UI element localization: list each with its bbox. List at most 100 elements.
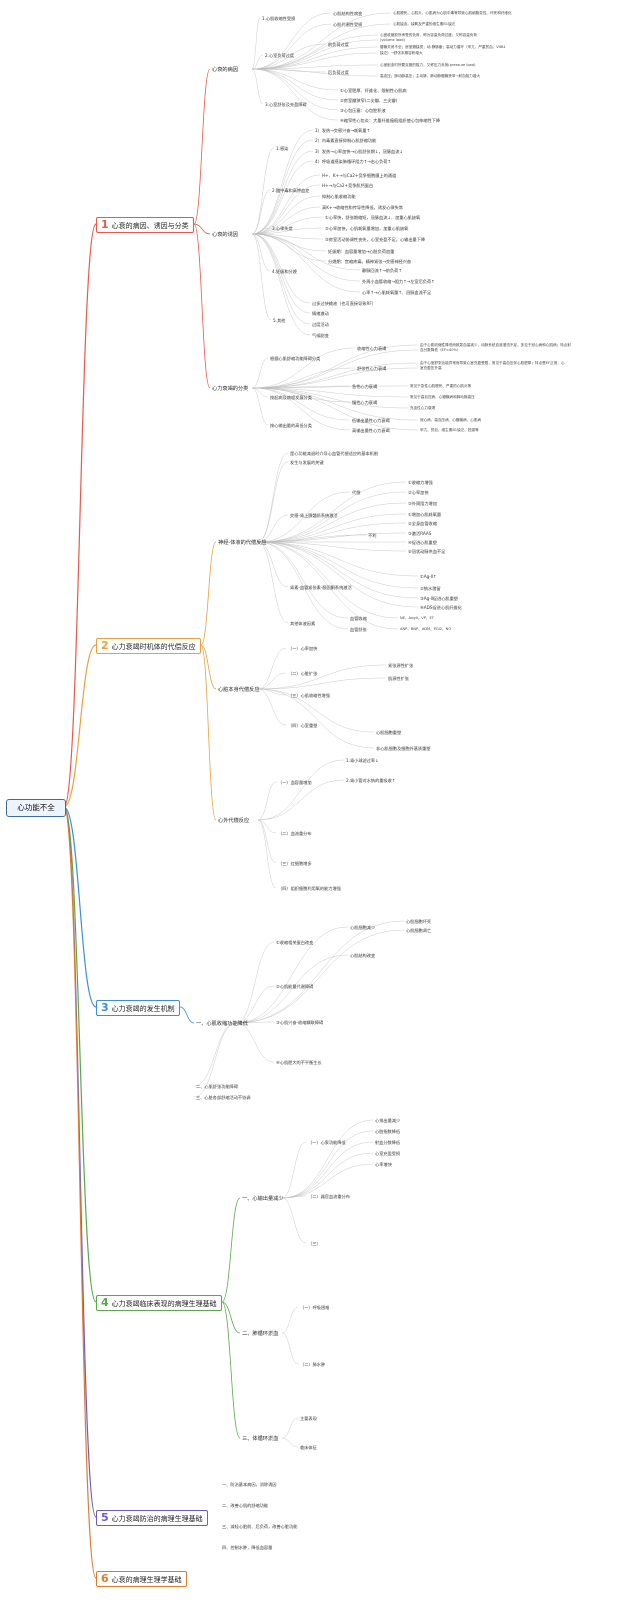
leaf-node[interactable]: （一）呼吸困难 (300, 1304, 330, 1310)
leaf-node[interactable]: 代偿 (352, 489, 361, 495)
leaf-node[interactable]: （一）心泵功能降低 (308, 1139, 346, 1145)
leaf-node[interactable]: 4.妊娠和分娩 (272, 268, 297, 274)
leaf-node[interactable]: 妊娠期：血容量增加→心脏负荷加重 (328, 248, 395, 254)
leaf-node[interactable]: 2.心室负荷过度 (265, 52, 295, 58)
leaf-node[interactable]: 由于心室舒张功能异常而导致心室充盈受限，常见于高血压伴心肌肥厚；特点是EF正常，… (420, 360, 565, 365)
leaf-node[interactable]: 心肌细胞重塑 (376, 729, 402, 735)
leaf-node[interactable]: 心率↑→心肌耗氧量↑、冠脉血流不足 (362, 289, 432, 295)
leaf-node[interactable]: 2.酸中毒和高钾血症 (272, 187, 310, 193)
leaf-node[interactable]: ④心肌肥大的不平衡生长 (276, 1059, 322, 1065)
leaf-node[interactable]: 外周小血管收缩→阻力↑→左室后负荷↑ (362, 278, 435, 284)
leaf-node[interactable]: （二）血流重分布 (278, 830, 312, 836)
leaf-node[interactable]: 缺乏）→舒张末期容积增大 (380, 50, 423, 55)
leaf-node[interactable]: 交感-肾上腺髓质系统激活 (290, 512, 338, 518)
leaf-node[interactable]: 3.心律失常 (272, 225, 293, 231)
sub-branch-node[interactable]: 三、体循环淤血 (242, 1435, 279, 1442)
leaf-node[interactable]: ④ADS促进心肌纤维化 (420, 604, 462, 610)
leaf-node[interactable]: （三）红细胞增多 (278, 860, 312, 866)
leaf-node[interactable]: 过多过快输液（也可直接导致RF） (312, 300, 376, 306)
leaf-node[interactable]: ②心率加快 (408, 489, 429, 495)
leaf-node[interactable]: 心肌结构改变 (350, 952, 376, 958)
sub-branch-node[interactable]: 心衰的病因 (212, 66, 238, 73)
leaf-node[interactable]: ③心肌兴奋-收缩耦联障碍 (276, 1019, 324, 1025)
leaf-node[interactable]: ③外周阻力增加 (408, 500, 437, 506)
leaf-node[interactable]: 三、减轻心脏前、后负荷，改善心脏功能 (222, 1523, 298, 1529)
leaf-node[interactable]: 2.肾小管对水钠的重吸收↑ (346, 777, 396, 783)
leaf-node[interactable]: 5.其他 (273, 317, 286, 323)
leaf-node[interactable]: 3.心室舒张及充盈障碍 (265, 101, 307, 107)
leaf-node[interactable]: 低输出量性心力衰竭 (352, 417, 390, 423)
leaf-node[interactable]: 甲亢、贫血、维生素B1缺乏、妊娠等 (420, 427, 479, 432)
leaf-node[interactable]: 高血压；肺动脉高压；主动脉、肺动脉瓣膜狭窄→射血阻力增大 (380, 73, 481, 78)
leaf-node[interactable]: （二）心脏扩张 (288, 670, 318, 676)
leaf-node[interactable]: 心室充盈受损 (375, 1150, 401, 1156)
leaf-node[interactable]: ②房室瓣狭窄(二尖瓣、三尖瓣) (340, 97, 398, 103)
leaf-node[interactable]: 一、防治基本病因，消除诱因 (222, 1481, 277, 1487)
leaf-node[interactable]: 按心输出量的高低分类 (270, 422, 312, 428)
leaf-node[interactable]: （四）心室重塑 (288, 722, 318, 728)
leaf-node[interactable]: 舒张性心力衰竭 (357, 365, 387, 371)
leaf-node[interactable]: 过度活动 (312, 321, 329, 327)
leaf-node[interactable]: （三）心肌收缩性增强 (288, 692, 330, 698)
leaf-node[interactable]: 血管舒张 (350, 626, 367, 632)
leaf-node[interactable]: 1.心肌收缩性受损 (262, 15, 296, 21)
leaf-node[interactable]: ①增加心肌耗氧量 (408, 511, 442, 517)
leaf-node[interactable]: ②心肌能量代谢障碍 (276, 983, 314, 989)
leaf-node[interactable]: 四、控制水肿，降低血容量 (222, 1544, 273, 1550)
leaf-node[interactable]: 根据心肌舒缩功能障碍分类 (270, 355, 321, 361)
leaf-node[interactable]: ③房室活动协调性丧失，心室充盈不足，心输出量下降 (325, 236, 426, 242)
leaf-node[interactable]: 急性心力衰竭 (352, 383, 378, 389)
leaf-node[interactable]: 抑制心肌收缩功能 (322, 193, 356, 199)
leaf-node[interactable]: （二）肺水肿 (300, 1361, 326, 1367)
leaf-node[interactable]: 主要表现 (300, 1415, 317, 1421)
leaf-node[interactable]: NE、AngII、VP、ET (400, 615, 434, 620)
leaf-node[interactable]: 肌源性扩张 (388, 675, 409, 681)
sub-branch-node[interactable]: 一、心肌收缩功能降低 (196, 1020, 248, 1027)
leaf-node[interactable]: 2）内毒素直接抑制心肌舒缩功能 (315, 137, 377, 143)
leaf-node[interactable]: 其他体液因素 (290, 620, 316, 626)
sub-branch-node[interactable]: 一、心输出量减少 (242, 1195, 284, 1202)
leaf-node[interactable]: 充血性心力衰竭 (410, 405, 436, 410)
leaf-node[interactable]: ②心率加快，心肌耗氧量增加，加重心肌缺氧 (325, 225, 409, 231)
leaf-node[interactable]: ⑤冠状动脉供血不足 (408, 548, 446, 554)
leaf-node[interactable]: 1.感染 (276, 145, 289, 151)
leaf-node[interactable]: 射血分数降低 (375, 1139, 401, 1145)
leaf-node[interactable]: H+、K+→与Ca2+竞争细胞膜上的通道 (322, 172, 397, 178)
root-node[interactable]: 心功能不全 (6, 799, 66, 817)
leaf-node[interactable]: 心肌结构性病变 (333, 10, 363, 16)
leaf-node[interactable]: 发生与发展的关键 (290, 459, 324, 465)
leaf-node[interactable]: （二）器官血流重分布 (308, 1193, 350, 1199)
leaf-node[interactable]: 心排出量减少 (375, 1117, 401, 1123)
leaf-node[interactable]: 心肌缺血、缺氧及严重的维生素B1缺乏 (393, 21, 456, 26)
leaf-node[interactable]: （三） (308, 1240, 321, 1246)
leaf-node[interactable]: 1.肾小球滤过率↓ (346, 757, 379, 763)
leaf-node[interactable]: 静脉回流↑→前负荷↑ (362, 267, 402, 273)
leaf-node[interactable]: 气候剧变 (312, 332, 329, 338)
leaf-node[interactable]: 后负荷过度 (328, 69, 349, 75)
sub-branch-node[interactable]: 心外代偿反应 (218, 817, 250, 824)
leaf-node[interactable]: 心脏指数降低 (375, 1128, 401, 1134)
leaf-node[interactable]: ③Ag-Ⅱ促进心肌重塑 (420, 595, 458, 601)
leaf-node[interactable]: ANP、BNP、ADM、PGI2、NO (400, 626, 452, 631)
leaf-node[interactable]: （一）心率加快 (288, 645, 318, 651)
leaf-node[interactable]: 二、改善心肌的舒缩功能 (222, 1502, 269, 1508)
leaf-node[interactable]: 心肌梗死、心肌炎、心肌病为心肌中毒等导致心肌细胞变性、坏死和纤维化 (393, 10, 512, 15)
sub-branch-node[interactable]: 神经-体液的代偿反应 (218, 539, 267, 546)
leaf-node[interactable]: 冠心病、高血压病、心瓣膜病、心肌病 (420, 417, 482, 422)
sub-branch-node[interactable]: 心脏本身代偿反应 (218, 686, 260, 693)
leaf-node[interactable]: 慢性心力衰竭 (352, 399, 378, 405)
leaf-node[interactable]: 非心肌细胞及细胞外基质重塑 (376, 745, 431, 751)
leaf-node[interactable]: 常见于急性心肌梗死、严重的心肌炎等 (410, 383, 472, 388)
leaf-node[interactable]: ①心室肥厚、纤维化、限制性心肌病 (340, 87, 407, 93)
leaf-node[interactable]: 收缩性心力衰竭 (357, 345, 387, 351)
leaf-node[interactable]: ③心包压塞：心包腔积液 (340, 107, 386, 113)
leaf-node[interactable]: 三、心脏各部舒缩活动不协调 (196, 1094, 251, 1100)
leaf-node[interactable]: 紧张源性扩张 (388, 662, 414, 668)
sub-branch-node[interactable]: 心衰的诱因 (212, 231, 238, 238)
leaf-node[interactable]: 临床体征 (300, 1444, 317, 1450)
leaf-node[interactable]: ③激活RAAS (408, 530, 432, 536)
leaf-node[interactable]: （一）血容量增加 (278, 779, 312, 785)
leaf-node[interactable]: ④缩窄性心包炎：大量纤维瘢痕组织使心包伸缩性下降 (340, 117, 441, 123)
